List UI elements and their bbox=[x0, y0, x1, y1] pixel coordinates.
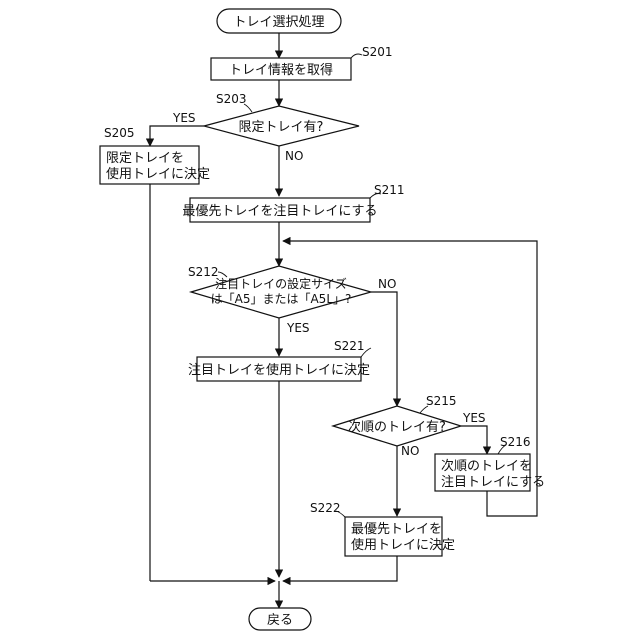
s205-line2: 使用トレイに決定 bbox=[106, 166, 210, 182]
start-terminal: トレイ選択処理 bbox=[217, 9, 341, 33]
s211-text: 最優先トレイを注目トレイにする bbox=[182, 204, 377, 219]
process-s222: 最優先トレイを 使用トレイに決定 S222 bbox=[310, 501, 455, 556]
s221-text: 注目トレイを使用トレイに決定 bbox=[188, 362, 370, 378]
s201-leader bbox=[351, 54, 362, 58]
s212-line2: は「A5」または「A5L」? bbox=[211, 292, 352, 306]
decision-s212: 注目トレイの設定サイズ は「A5」または「A5L」? S212 NO YES bbox=[188, 265, 396, 335]
s216-line2: 注目トレイにする bbox=[441, 475, 545, 490]
decision-s203: 限定トレイ有? S203 YES NO bbox=[172, 92, 359, 163]
s211-id: S211 bbox=[374, 183, 405, 197]
s216-line1: 次順のトレイを bbox=[441, 458, 532, 474]
end-label: 戻る bbox=[267, 613, 293, 628]
s216-id: S216 bbox=[500, 435, 531, 449]
edge-s222-join bbox=[283, 556, 397, 581]
process-s201: トレイ情報を取得 S201 bbox=[211, 45, 393, 80]
s203-text: 限定トレイ有? bbox=[239, 120, 324, 135]
s203-id: S203 bbox=[216, 92, 247, 106]
s205-id: S205 bbox=[104, 126, 135, 140]
s215-no-label: NO bbox=[401, 444, 419, 458]
s222-line1: 最優先トレイを bbox=[351, 522, 442, 537]
edge-s215-yes-s216 bbox=[461, 426, 487, 454]
edge-s212-no-s215 bbox=[371, 292, 397, 406]
process-s205: 限定トレイを 使用トレイに決定 S205 bbox=[100, 126, 210, 184]
process-s211: 最優先トレイを注目トレイにする S211 bbox=[182, 183, 404, 222]
s203-no-label: NO bbox=[285, 149, 303, 163]
process-s216: 次順のトレイを 注目トレイにする S216 bbox=[435, 435, 545, 491]
s212-id: S212 bbox=[188, 265, 219, 279]
connectors bbox=[150, 33, 537, 608]
s215-yes-label: YES bbox=[462, 411, 486, 425]
decision-s215: 次順のトレイ有? S215 YES NO bbox=[333, 394, 486, 458]
start-label: トレイ選択処理 bbox=[233, 15, 324, 30]
edge-s203-yes-s205 bbox=[150, 126, 204, 146]
s215-id: S215 bbox=[426, 394, 457, 408]
s215-text: 次順のトレイ有? bbox=[348, 419, 446, 435]
s203-yes-label: YES bbox=[172, 111, 196, 125]
s222-line2: 使用トレイに決定 bbox=[351, 537, 455, 553]
end-terminal: 戻る bbox=[249, 608, 311, 630]
s212-line1: 注目トレイの設定サイズ bbox=[215, 276, 347, 291]
s212-yes-label: YES bbox=[286, 321, 310, 335]
s201-text: トレイ情報を取得 bbox=[229, 62, 333, 78]
s222-id: S222 bbox=[310, 501, 341, 515]
s201-id: S201 bbox=[362, 45, 393, 59]
s221-id: S221 bbox=[334, 339, 365, 353]
s212-no-label: NO bbox=[378, 277, 396, 291]
s205-line1: 限定トレイを bbox=[106, 151, 184, 166]
